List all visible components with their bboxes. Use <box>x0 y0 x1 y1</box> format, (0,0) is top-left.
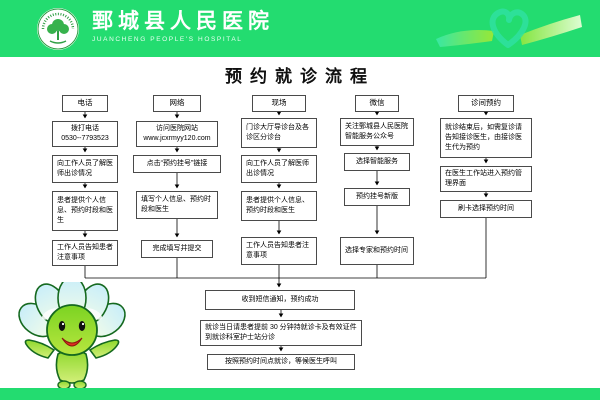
header-band: 鄄城县人民医院 JUANCHENG PEOPLE'S HOSPITAL <box>0 0 600 57</box>
flow-step-box: 拨打电话 0530--7793523 <box>52 121 118 147</box>
flow-step-box: 就诊结束后，如需复诊请告知接诊医生，由接诊医生代为预约 <box>440 118 532 158</box>
flow-merged-box-wait: 按照预约时间点就诊，等候医生呼叫 <box>207 354 355 370</box>
flow-step-box: 工作人员告知患者注意事项 <box>241 237 317 265</box>
flow-step-box: 填写个人信息、预约时段和医生 <box>136 191 218 219</box>
page-title: 预约就诊流程 <box>225 67 375 86</box>
flow-step-box: 选择智能服务 <box>344 153 410 171</box>
flow-step-box: 向工作人员了解医师出诊情况 <box>52 155 118 183</box>
column-header-web: 网络 <box>153 95 201 112</box>
flow-step-box: 访问医院网站 www.jcxrmyy120.com <box>136 121 218 147</box>
flow-step-box: 点击“预约挂号”链接 <box>133 155 221 173</box>
hospital-logo-icon <box>37 8 79 50</box>
hospital-name-en: JUANCHENG PEOPLE'S HOSPITAL <box>92 36 243 43</box>
column-header-phone: 电话 <box>62 95 108 112</box>
flow-merged-box-sms: 收到短信通知，预约成功 <box>205 290 355 310</box>
flow-step-box: 关注鄄城县人民医院智能服务公众号 <box>340 118 414 146</box>
heart-ribbon-icon <box>436 8 582 48</box>
flow-step-box: 患者提供个人信息、预约时段和医生 <box>241 191 317 221</box>
flow-step-box: 完成填写并提交 <box>141 240 213 258</box>
hospital-name: 鄄城县人民医院 <box>92 10 274 33</box>
flow-merged-box-arrive: 就诊当日请患者提前 30 分钟持就诊卡及有效证件到就诊科室护士站分诊 <box>200 320 362 346</box>
flow-step-box: 工作人员告知患者注意事项 <box>52 240 118 266</box>
flow-step-box: 患者提供个人信息、预约时段和医生 <box>52 191 118 231</box>
flow-step-box: 门诊大厅导诊台及各诊区分诊台 <box>241 118 317 148</box>
column-header-wechat: 微信 <box>355 95 399 112</box>
mascot-flower-character <box>18 282 126 390</box>
flow-step-box: 预约挂号新版 <box>344 188 410 206</box>
footer-band <box>0 388 600 400</box>
flow-step-box: 选择专家和预约时间 <box>340 237 414 265</box>
column-header-clinic: 诊间预约 <box>458 95 514 112</box>
column-header-onsite: 现场 <box>252 95 306 112</box>
flow-step-box: 刷卡选择预约时间 <box>440 200 532 218</box>
flow-step-box: 向工作人员了解医师出诊情况 <box>241 155 317 183</box>
flow-step-box: 在医生工作站进入预约管理界面 <box>440 166 532 192</box>
